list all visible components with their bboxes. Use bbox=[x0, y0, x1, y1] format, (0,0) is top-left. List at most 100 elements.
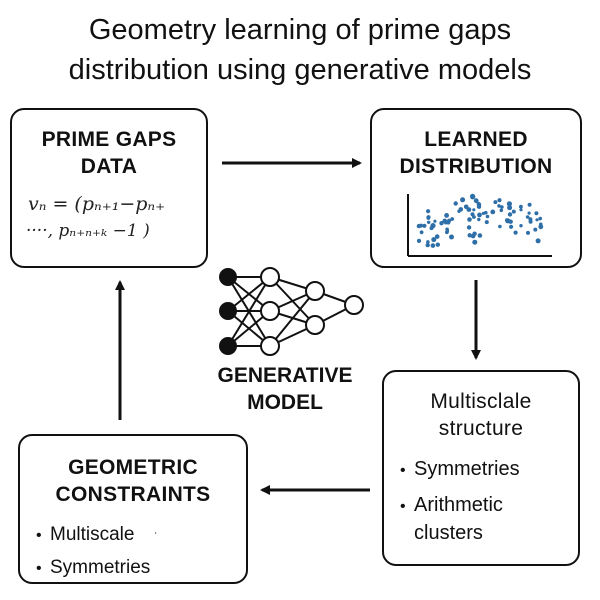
geometric-constraints-heading: GEOMETRIC CONSTRAINTS bbox=[20, 454, 246, 508]
scatter-dot bbox=[466, 225, 472, 230]
scatter-dot bbox=[485, 214, 490, 219]
scatter-dot bbox=[463, 204, 469, 210]
title-line-2: distribution using generative models bbox=[68, 54, 532, 86]
scatter-dot bbox=[472, 239, 478, 245]
constraints-bullet-symmetries: •Symmetries bbox=[36, 555, 246, 582]
scatter-dot bbox=[425, 242, 430, 248]
constraints-heading-line-2: CONSTRAINTS bbox=[55, 483, 211, 506]
scatter-dot bbox=[490, 209, 496, 215]
scatter-dot bbox=[470, 212, 475, 217]
network-edge bbox=[269, 290, 316, 347]
multiscale-bullet-arithmetic: • Arithmetic bbox=[400, 492, 578, 520]
scatter-dot bbox=[498, 224, 502, 229]
scatter-dot bbox=[509, 224, 514, 229]
scatter-dot bbox=[430, 243, 436, 248]
multiscale-bullet-symmetries: • Symmetries bbox=[400, 456, 578, 484]
scatter-dot bbox=[535, 218, 539, 222]
bullet-dot: • bbox=[36, 527, 42, 544]
scatter-dot bbox=[470, 193, 476, 199]
scatter-dot bbox=[507, 205, 513, 211]
scatter-dot bbox=[431, 237, 437, 243]
scatter-dot bbox=[429, 226, 434, 231]
title-line-1: Geometry learning of prime gaps bbox=[88, 14, 512, 46]
scatter-dot bbox=[497, 204, 501, 208]
scatter-plot-icon bbox=[407, 193, 552, 257]
scatter-dot bbox=[533, 227, 538, 232]
scatter-dot bbox=[449, 234, 454, 240]
scatter-dot bbox=[507, 212, 513, 217]
neural-network-icon bbox=[219, 267, 364, 356]
scatter-dot bbox=[527, 211, 531, 215]
bullet-text: Symmetries bbox=[414, 458, 520, 480]
scatter-dot bbox=[458, 207, 464, 212]
prime-gaps-heading: PRIME GAPS DATA bbox=[12, 126, 206, 180]
scatter-dot bbox=[416, 238, 422, 243]
scatter-dot bbox=[472, 208, 476, 212]
scatter-dot bbox=[444, 213, 449, 218]
scatter-dot bbox=[477, 212, 482, 218]
learned-distribution-heading: LEARNED DISTRIBUTION bbox=[372, 126, 580, 180]
scatter-dot bbox=[526, 230, 530, 235]
bullet-text: Multiscale bbox=[50, 524, 135, 545]
scatter-dot bbox=[493, 200, 498, 205]
scatter-dot bbox=[426, 240, 430, 244]
prime-gap-formula-line-1: vₙ = (pₙ₊₁−pₙ₊ bbox=[28, 193, 166, 215]
scatter-dot bbox=[506, 201, 512, 207]
scatter-dot bbox=[416, 223, 422, 229]
scatter-dot bbox=[435, 242, 440, 247]
scatter-dot bbox=[453, 201, 458, 206]
scatter-dot bbox=[476, 204, 482, 209]
network-edge bbox=[227, 276, 271, 347]
model-label-line-2: MODEL bbox=[247, 391, 323, 414]
scatter-dot bbox=[473, 198, 479, 204]
network-node bbox=[344, 295, 364, 315]
prime-gap-formula-line-2: ····, pₙ₊ₙ₊ₖ −1 ) bbox=[26, 221, 150, 241]
network-node bbox=[260, 267, 280, 287]
scatter-dot bbox=[497, 198, 502, 203]
network-node bbox=[260, 336, 280, 356]
scatter-dot bbox=[467, 217, 472, 222]
constraints-bullet-multiscale: •Multiscale ˑ bbox=[36, 522, 246, 549]
generative-model-label: GENERATIVE MODEL bbox=[200, 362, 370, 416]
network-node bbox=[305, 315, 325, 335]
scatter-dot bbox=[447, 218, 452, 223]
bullet-text: Arithmetic bbox=[414, 494, 503, 516]
network-input-node bbox=[219, 268, 237, 286]
prime-gaps-data-box: PRIME GAPS DATA vₙ = (pₙ₊₁−pₙ₊ ····, pₙ₊… bbox=[10, 108, 208, 268]
scatter-dot bbox=[481, 211, 485, 215]
learned-heading-line-2: DISTRIBUTION bbox=[399, 155, 553, 178]
scatter-dot bbox=[434, 234, 440, 239]
scatter-dot bbox=[445, 230, 449, 235]
scatter-dot bbox=[460, 197, 466, 203]
scatter-dot bbox=[427, 220, 431, 224]
bullet-dot: • bbox=[400, 498, 406, 515]
scatter-dot bbox=[513, 230, 518, 235]
network-input-node bbox=[219, 302, 237, 320]
scatter-dot bbox=[477, 217, 481, 222]
scatter-dot bbox=[450, 217, 455, 221]
scatter-dot bbox=[500, 205, 504, 209]
network-edges bbox=[227, 276, 355, 347]
scatter-dot bbox=[535, 238, 541, 244]
scatter-dot bbox=[426, 215, 431, 220]
scatter-dot bbox=[528, 219, 533, 224]
scatter-dot bbox=[527, 202, 532, 207]
scatter-dot bbox=[484, 220, 489, 225]
multiscale-heading-line-2: structure bbox=[438, 417, 524, 440]
model-label-line-1: GENERATIVE bbox=[217, 364, 353, 387]
prime-gaps-heading-line-1: PRIME GAPS bbox=[41, 128, 177, 151]
bullet-dot: • bbox=[400, 462, 406, 479]
scatter-dot bbox=[419, 230, 424, 235]
geometric-constraints-box: GEOMETRIC CONSTRAINTS •Multiscale ˑ •Sym… bbox=[18, 434, 248, 584]
scatter-dot bbox=[534, 211, 539, 216]
network-input-node bbox=[219, 337, 237, 355]
prime-gaps-heading-line-2: DATA bbox=[80, 155, 138, 178]
scatter-dot bbox=[477, 233, 483, 238]
multiscale-heading-line-1: Multisclale bbox=[430, 390, 532, 413]
bullet-dot: • bbox=[36, 560, 42, 577]
constraints-heading-line-1: GEOMETRIC bbox=[68, 456, 198, 479]
network-node bbox=[305, 281, 325, 301]
scatter-dot bbox=[519, 204, 523, 209]
scatter-dot bbox=[538, 216, 542, 221]
multiscale-bullet-arithmetic-cont: clusters bbox=[414, 522, 483, 544]
